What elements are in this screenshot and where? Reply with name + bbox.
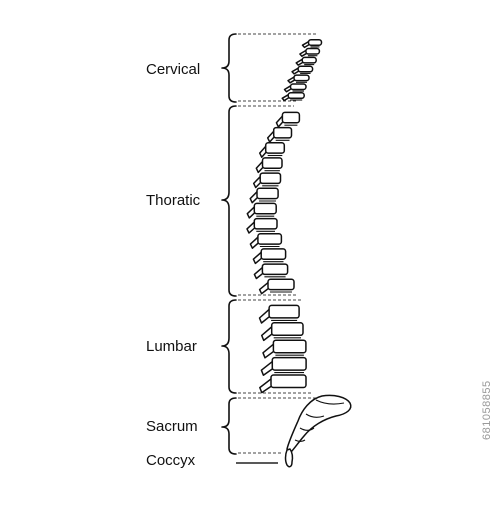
- vertebral-body: [260, 248, 287, 260]
- spinous-process: [260, 360, 275, 376]
- sacrum-ridge-3: [294, 439, 306, 443]
- side-stock-id: 681058855: [481, 380, 493, 440]
- vertebra-thoracic-7: [246, 202, 277, 219]
- vertebra-lumbar-2: [260, 322, 304, 342]
- vertebra-thoracic-11: [253, 263, 289, 280]
- sacrum-shape: [286, 394, 352, 453]
- brace-sacrum: [221, 397, 237, 455]
- vertebral-column: [246, 38, 323, 394]
- vertebral-body: [281, 111, 301, 124]
- vertebra-thoracic-1: [275, 111, 301, 128]
- vertebral-body: [289, 83, 307, 91]
- vertebral-body: [253, 202, 277, 215]
- label-sacrum: Sacrum: [146, 418, 198, 435]
- vertebra-cervical-7: [281, 92, 305, 102]
- vertebral-body: [271, 356, 307, 371]
- vertebra-thoracic-8: [246, 217, 278, 234]
- vertebra-thoracic-2: [266, 126, 293, 143]
- vertebra-cervical-4: [291, 65, 314, 75]
- vertebra-lumbar-4: [260, 356, 307, 376]
- vertebra-lumbar-1: [258, 304, 300, 324]
- vertebral-body: [305, 47, 321, 55]
- vertebral-body: [297, 65, 314, 73]
- vertebra-cervical-5: [287, 74, 310, 84]
- brace-lumbar: [221, 299, 237, 394]
- label-coccyx: Coccyx: [146, 452, 196, 469]
- vertebra-cervical-3: [295, 56, 317, 66]
- vertebral-body: [272, 126, 293, 139]
- vertebral-body: [268, 304, 300, 319]
- coccyx-bone: [284, 448, 294, 468]
- vertebral-body: [259, 172, 282, 185]
- vertebra-thoracic-6: [249, 187, 279, 204]
- vertebral-body: [287, 92, 305, 100]
- vertebral-body: [293, 74, 310, 82]
- vertebra-thoracic-9: [249, 233, 283, 249]
- vertebra-thoracic-4: [255, 157, 283, 174]
- vertebral-body: [264, 142, 286, 154]
- vertebra-thoracic-5: [252, 172, 282, 189]
- label-cervical: Cervical: [146, 61, 200, 78]
- vertebra-lumbar-5: [259, 374, 307, 394]
- vertebral-body: [256, 187, 279, 200]
- sacrum-bone: [286, 394, 352, 453]
- vertebral-body: [307, 38, 323, 46]
- vertebra-cervical-2: [299, 47, 321, 57]
- vertebra-thoracic-10: [252, 248, 287, 265]
- vertebral-body: [267, 278, 295, 291]
- vertebral-body: [301, 56, 317, 64]
- sacrum-ridge-1: [305, 413, 325, 418]
- vertebral-body: [270, 322, 304, 337]
- vertebra-cervical-1: [301, 38, 323, 49]
- vertebra-thoracic-3: [258, 142, 286, 158]
- brace-cervical: [221, 33, 237, 103]
- vertebra-lumbar-3: [262, 339, 307, 359]
- label-lumbar: Lumbar: [146, 338, 197, 355]
- spinous-process: [259, 377, 273, 394]
- vertebral-body: [261, 157, 283, 169]
- vertebral-body: [272, 339, 307, 354]
- vertebral-body: [261, 263, 289, 276]
- vertebra-cervical-6: [283, 83, 307, 93]
- sacrum-ala: [315, 399, 345, 405]
- vertebra-thoracic-12: [258, 278, 295, 295]
- sacrum-ridge-2: [299, 427, 315, 431]
- brace-thoracic: [221, 105, 237, 297]
- vertebral-body: [270, 374, 307, 389]
- vertebral-body: [253, 217, 278, 230]
- vertebral-body: [257, 233, 283, 245]
- label-thoracic: Thoratic: [146, 192, 201, 209]
